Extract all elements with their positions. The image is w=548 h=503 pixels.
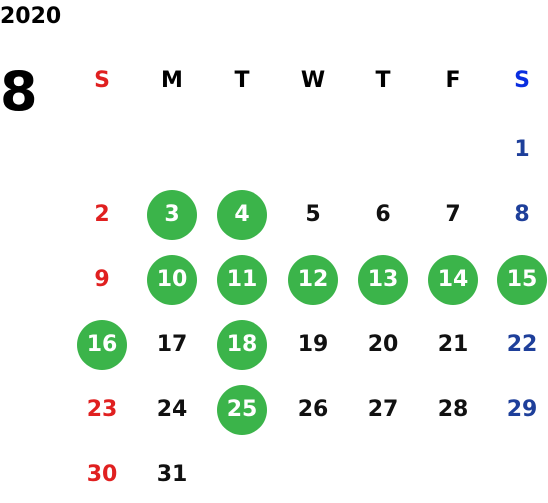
highlighted-day-25[interactable]: 25 — [217, 385, 267, 435]
day-17[interactable]: 17 — [156, 332, 188, 357]
day-30[interactable]: 30 — [86, 462, 118, 487]
day-1[interactable]: 1 — [514, 137, 530, 162]
day-29[interactable]: 29 — [506, 397, 538, 422]
day-28[interactable]: 28 — [437, 397, 469, 422]
weekday-tuesday: T — [234, 68, 250, 93]
day-23[interactable]: 23 — [86, 397, 118, 422]
weekday-saturday: S — [514, 68, 530, 93]
weekday-wednesday: W — [300, 68, 326, 93]
day-20[interactable]: 20 — [367, 332, 399, 357]
highlighted-day-16[interactable]: 16 — [77, 320, 127, 370]
day-8[interactable]: 8 — [514, 202, 530, 227]
day-22[interactable]: 22 — [506, 332, 538, 357]
day-24[interactable]: 24 — [156, 397, 188, 422]
highlighted-day-3[interactable]: 3 — [147, 190, 197, 240]
year-label: 2020 — [0, 4, 62, 29]
highlighted-day-4[interactable]: 4 — [217, 190, 267, 240]
highlighted-day-14[interactable]: 14 — [428, 255, 478, 305]
highlighted-day-15[interactable]: 15 — [497, 255, 547, 305]
day-7[interactable]: 7 — [445, 202, 461, 227]
day-27[interactable]: 27 — [367, 397, 399, 422]
highlighted-day-12[interactable]: 12 — [288, 255, 338, 305]
day-21[interactable]: 21 — [437, 332, 469, 357]
weekday-thursday: T — [375, 68, 391, 93]
highlighted-day-10[interactable]: 10 — [147, 255, 197, 305]
day-5[interactable]: 5 — [305, 202, 321, 227]
month-label: 8 — [0, 60, 38, 123]
weekday-friday: F — [445, 68, 461, 93]
weekday-sunday: S — [94, 68, 110, 93]
highlighted-day-13[interactable]: 13 — [358, 255, 408, 305]
day-26[interactable]: 26 — [297, 397, 329, 422]
weekday-monday: M — [161, 68, 183, 93]
highlighted-day-18[interactable]: 18 — [217, 320, 267, 370]
day-31[interactable]: 31 — [156, 462, 188, 487]
highlighted-day-11[interactable]: 11 — [217, 255, 267, 305]
day-2[interactable]: 2 — [94, 202, 110, 227]
day-19[interactable]: 19 — [297, 332, 329, 357]
day-9[interactable]: 9 — [94, 267, 110, 292]
day-6[interactable]: 6 — [375, 202, 391, 227]
